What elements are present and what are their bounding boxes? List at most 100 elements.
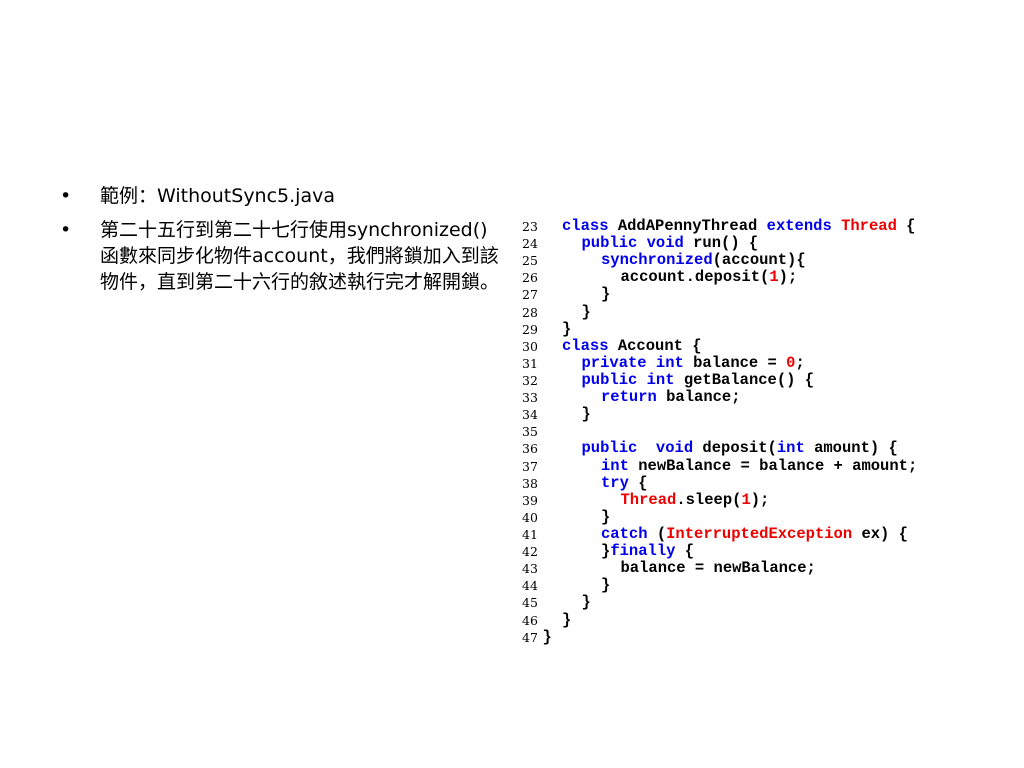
code-line: 29} xyxy=(522,319,942,338)
code-keyword: class xyxy=(562,217,618,235)
code-keyword: return xyxy=(601,388,667,407)
code-text: public int getBalance() { xyxy=(581,370,815,389)
code-keyword: public int xyxy=(581,370,684,389)
line-number: 29 xyxy=(522,321,538,337)
line-number: 33 xyxy=(522,390,538,406)
bullet-text: 第二十五行到第二十七行使用synchronized()函數來同步化物件accou… xyxy=(100,219,500,293)
code-text: public void run() { xyxy=(582,235,759,252)
code-text: } xyxy=(601,286,610,303)
code-text: } xyxy=(542,627,552,646)
line-number: 46 xyxy=(522,612,538,628)
code-token: } xyxy=(581,405,591,424)
code-text: } xyxy=(562,319,572,338)
code-token: } xyxy=(601,507,611,526)
line-number: 24 xyxy=(522,236,538,252)
code-token: } xyxy=(601,542,611,561)
code-text: Thread.sleep(1); xyxy=(621,491,770,509)
code-token: getBalance() { xyxy=(683,370,815,389)
code-line: 30 class Account { xyxy=(522,336,942,355)
bullet-list: • 範例：WithoutSync5.java • 第二十五行到第二十七行使用sy… xyxy=(60,183,500,303)
bullet-item-example: • 範例：WithoutSync5.java xyxy=(60,183,500,209)
code-text: balance = newBalance; xyxy=(621,560,816,577)
code-text: } xyxy=(601,577,610,594)
code-text: }finally { xyxy=(601,543,694,560)
code-token: run() { xyxy=(693,234,759,253)
code-token: } xyxy=(542,627,552,646)
line-number: 32 xyxy=(522,372,538,388)
code-text: } xyxy=(582,594,591,611)
line-number: 39 xyxy=(522,492,538,508)
code-token: } xyxy=(581,593,591,612)
code-text: class Account { xyxy=(562,336,702,355)
line-number: 28 xyxy=(522,304,538,320)
code-token: ( xyxy=(656,524,667,543)
code-line: 44} xyxy=(522,577,942,594)
code-literal: Thread xyxy=(841,217,897,235)
code-text: private int balance = 0; xyxy=(581,353,805,372)
code-line: 32 public int getBalance() { xyxy=(522,370,942,389)
code-line: 28} xyxy=(522,302,942,321)
code-line: 33 return balance; xyxy=(522,389,942,406)
code-text: } xyxy=(581,302,591,321)
line-number: 25 xyxy=(522,253,538,269)
code-token: Account { xyxy=(617,336,702,355)
code-line: 26 account.deposit(1); xyxy=(522,269,942,286)
code-token: AddAPennyThread xyxy=(617,217,767,235)
code-token: balance = xyxy=(693,353,787,372)
line-number: 42 xyxy=(522,544,538,560)
code-keyword: try xyxy=(601,473,639,492)
code-text: try { xyxy=(601,473,648,492)
line-number: 23 xyxy=(522,219,538,234)
line-number: 40 xyxy=(522,509,538,525)
code-line: 47} xyxy=(522,627,942,646)
bullet-marker: • xyxy=(60,185,72,207)
code-listing: 23 class AddAPennyThread extends Thread {… xyxy=(522,217,942,650)
code-line: 25 synchronized(account){ xyxy=(522,252,942,269)
line-number: 38 xyxy=(522,475,538,491)
code-text: account.deposit(1); xyxy=(621,269,798,286)
code-keyword: private int xyxy=(581,353,694,372)
code-keyword: finally xyxy=(610,542,685,561)
bullet-item-description: • 第二十五行到第二十七行使用synchronized()函數來同步化物件acc… xyxy=(60,217,500,295)
code-text: } xyxy=(582,406,591,423)
line-number: 41 xyxy=(522,526,538,542)
code-text: return balance; xyxy=(601,389,741,406)
code-line: 34} xyxy=(522,406,942,423)
code-token: } xyxy=(562,610,572,629)
line-number: 37 xyxy=(522,458,538,474)
code-token: balance; xyxy=(666,388,741,407)
code-text: class AddAPennyThread extends Thread { xyxy=(562,217,915,235)
code-line: 42 }finally { xyxy=(522,543,942,560)
code-line: 39 Thread.sleep(1); xyxy=(522,491,942,509)
code-literal: 1 xyxy=(769,268,779,287)
code-keyword: public void xyxy=(581,234,694,253)
code-token: account.deposit( xyxy=(620,268,770,287)
code-line: 27} xyxy=(522,286,942,303)
code-text: } xyxy=(601,507,611,526)
code-token: ex) { xyxy=(852,524,908,543)
code-text: } xyxy=(562,610,572,629)
line-number: 34 xyxy=(522,407,538,423)
line-number: 35 xyxy=(522,424,538,440)
code-token: deposit( xyxy=(702,439,777,458)
line-number: 30 xyxy=(522,338,538,354)
line-number: 47 xyxy=(522,629,538,645)
code-token: balance = newBalance; xyxy=(620,559,816,578)
code-text: public void deposit(int amount) { xyxy=(582,440,898,457)
code-keyword: extends xyxy=(766,217,842,235)
code-keyword: int xyxy=(601,456,639,475)
code-token: } xyxy=(562,319,572,338)
line-number: 43 xyxy=(522,561,538,577)
code-token: } xyxy=(601,285,611,304)
code-line: 38 try { xyxy=(522,473,942,492)
code-token: } xyxy=(581,302,591,321)
line-number: 44 xyxy=(522,578,538,594)
line-number: 26 xyxy=(522,270,538,286)
code-keyword: catch xyxy=(601,524,657,543)
code-keyword: public void xyxy=(581,439,703,458)
code-text: synchronized(account){ xyxy=(601,252,806,269)
